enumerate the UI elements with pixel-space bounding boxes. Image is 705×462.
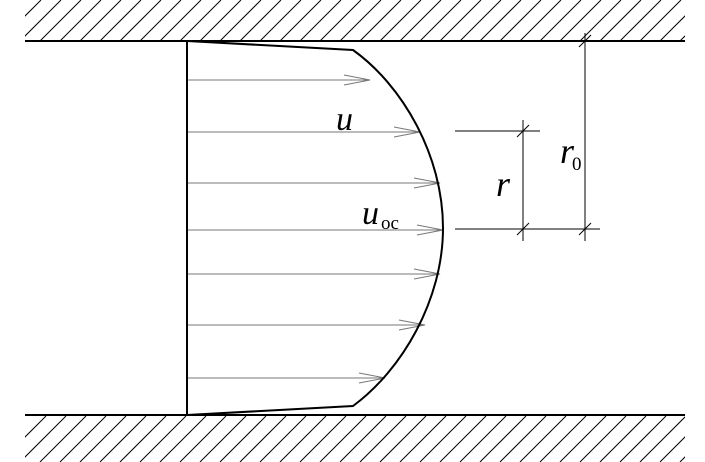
- hatch-line: [79, 416, 127, 462]
- pipe-radius-tick-bottom: [578, 222, 592, 236]
- hatch-line: [619, 0, 662, 41]
- hatch-line: [99, 416, 147, 462]
- hatch-line: [119, 416, 167, 462]
- hatch-line: [79, 0, 122, 41]
- hatch-line: [39, 0, 82, 41]
- hatch-line: [159, 0, 202, 41]
- hatch-line: [559, 0, 602, 41]
- hatch-line: [179, 0, 222, 41]
- hatch-line: [439, 416, 487, 462]
- hatch-line: [579, 0, 622, 41]
- hatch-line: [700, 416, 705, 462]
- hatch-line: [139, 416, 187, 462]
- hatch-line: [539, 416, 587, 462]
- hatch-line: [299, 0, 342, 41]
- hatch-line: [25, 0, 42, 17]
- hatch-line: [639, 0, 682, 41]
- hatch-line: [219, 416, 267, 462]
- hatch-line: [619, 416, 667, 462]
- hatch-line: [199, 0, 242, 41]
- hatch-line: [59, 416, 107, 462]
- hatch-line: [199, 416, 247, 462]
- hatch-line: [539, 0, 582, 41]
- hatch-line: [39, 416, 87, 462]
- hatch-line: [219, 0, 262, 41]
- hatch-line: [679, 456, 685, 462]
- hatch-line: [459, 0, 502, 41]
- axial-velocity-subscript: oc: [381, 213, 399, 234]
- pipe-radius-dimension: [578, 33, 592, 241]
- hatch-line: [419, 0, 462, 41]
- hatch-line: [319, 0, 362, 41]
- hatch-line: [259, 416, 307, 462]
- hatch-line: [579, 416, 627, 462]
- velocity-profile-curve: [186, 40, 445, 416]
- pipe-radius-subscript: 0: [572, 154, 582, 175]
- hatch-line: [559, 416, 607, 462]
- radius-dimension: [455, 120, 600, 241]
- hatch-line: [339, 0, 382, 41]
- hatch-line: [25, 0, 62, 37]
- hatch-line: [299, 416, 347, 462]
- hatch-line: [139, 0, 182, 41]
- pipe-radius-label: r: [560, 131, 575, 171]
- hatch-line: [519, 416, 567, 462]
- hatch-line: [399, 0, 442, 41]
- hatch-line: [119, 0, 162, 41]
- hatch-line: [639, 416, 685, 462]
- radius-label: r: [496, 164, 511, 204]
- hatch-line: [159, 416, 207, 462]
- hatch-line: [25, 416, 67, 458]
- hatch-line: [499, 416, 547, 462]
- bottom-wall-hatching: [25, 416, 705, 462]
- radius-tick-top: [516, 124, 530, 138]
- hatch-line: [379, 0, 422, 41]
- hatch-line: [279, 416, 327, 462]
- hatch-line: [339, 416, 387, 462]
- hatch-line: [359, 416, 407, 462]
- hatch-line: [359, 0, 402, 41]
- hatch-line: [179, 416, 227, 462]
- hatch-line: [659, 436, 685, 462]
- hatch-line: [319, 416, 367, 462]
- top-wall-hatching: [25, 0, 705, 41]
- axial-velocity-label: u: [362, 195, 379, 232]
- hatch-line: [59, 0, 102, 41]
- hatch-line: [279, 0, 322, 41]
- hatch-line: [439, 0, 482, 41]
- hatch-line: [239, 0, 282, 41]
- velocity-arrow-head: [398, 319, 426, 331]
- hatch-line: [459, 416, 507, 462]
- hatch-line: [700, 0, 705, 41]
- hatch-line: [479, 416, 527, 462]
- velocity-arrow-head: [343, 74, 371, 86]
- hatch-line: [25, 416, 47, 438]
- hatch-line: [259, 0, 302, 41]
- hatch-line: [599, 416, 647, 462]
- hatch-line: [399, 416, 447, 462]
- velocity-arrows: [188, 74, 444, 384]
- hatch-line: [519, 0, 562, 41]
- velocity-arrow-head: [413, 268, 441, 280]
- hatch-line: [99, 0, 142, 41]
- hatch-line: [239, 416, 287, 462]
- hatch-line: [379, 416, 427, 462]
- hatch-line: [419, 416, 467, 462]
- hatch-line: [679, 35, 685, 41]
- pipe-radius-tick-top: [578, 34, 592, 48]
- hatch-line: [659, 15, 685, 41]
- velocity-arrow-head: [413, 177, 441, 189]
- velocity-label: u: [336, 101, 353, 138]
- radius-tick-bottom: [516, 222, 530, 236]
- hatch-line: [599, 0, 642, 41]
- hatch-line: [499, 0, 542, 41]
- hatch-line: [479, 0, 522, 41]
